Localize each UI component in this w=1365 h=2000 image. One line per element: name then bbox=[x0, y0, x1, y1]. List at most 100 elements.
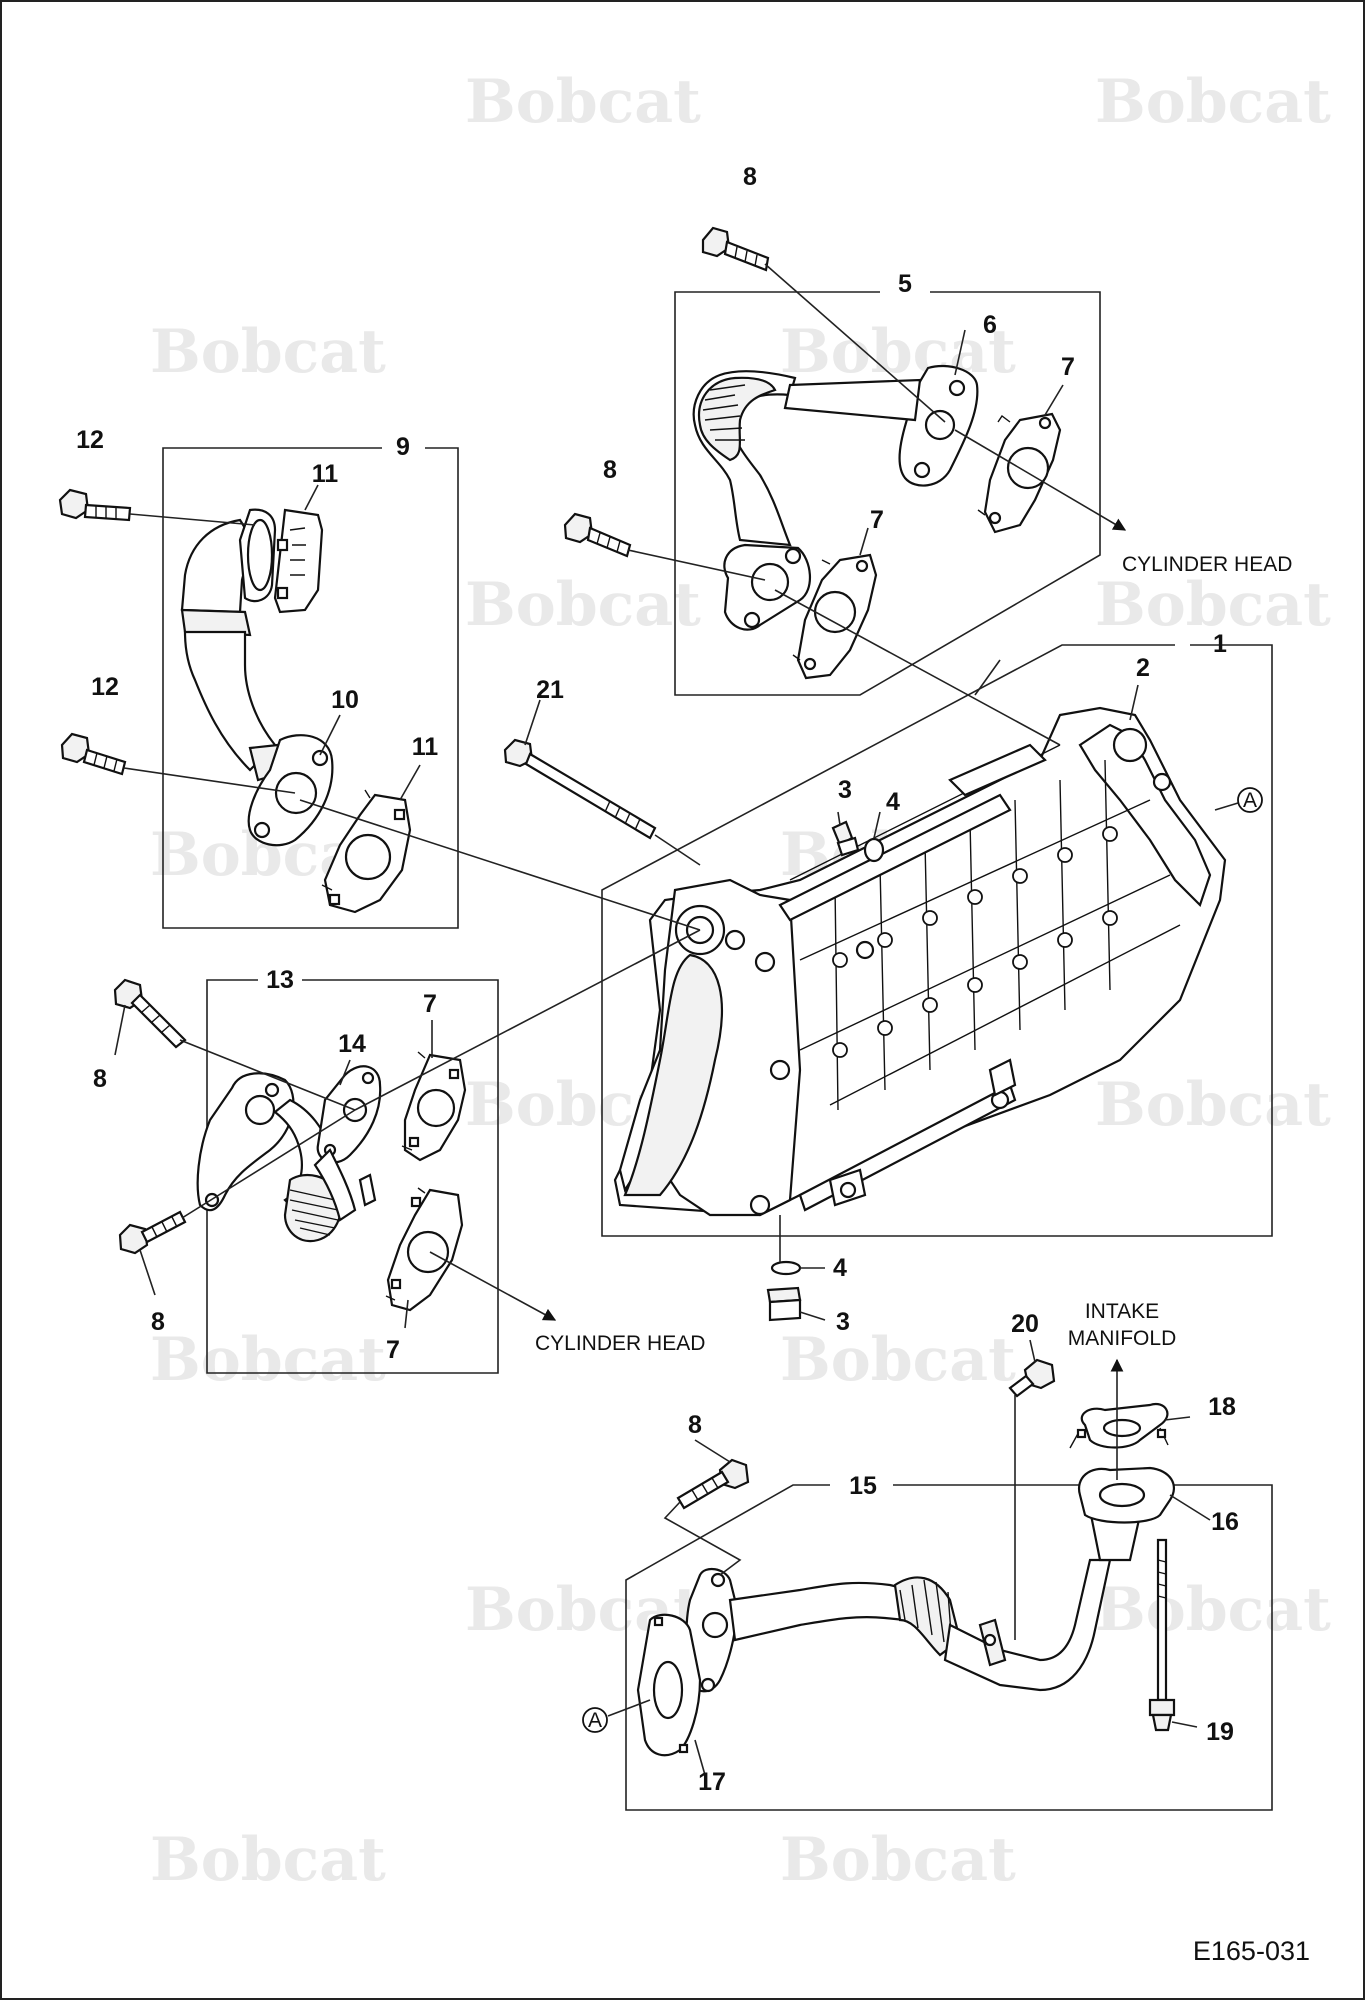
callout-12: 12 bbox=[91, 673, 119, 701]
svg-text:Bobcat: Bobcat bbox=[150, 1325, 386, 1395]
svg-text:A: A bbox=[588, 1709, 602, 1732]
callout-7: 7 bbox=[870, 506, 884, 534]
callout-7: 7 bbox=[423, 990, 437, 1018]
manifold-label: MANIFOLD bbox=[1068, 1327, 1177, 1350]
bolt-20 bbox=[1008, 1358, 1056, 1398]
callout-8: 8 bbox=[743, 163, 757, 191]
cylinder-head-label-top: CYLINDER HEAD bbox=[1122, 553, 1292, 576]
svg-text:Bobcat: Bobcat bbox=[1095, 1070, 1331, 1140]
callout-14: 14 bbox=[338, 1030, 366, 1058]
group-box-1 bbox=[601, 644, 1273, 1237]
gasket-7-top-left bbox=[792, 553, 878, 680]
watermark: Bobcat bbox=[150, 317, 386, 387]
callout-6: 6 bbox=[983, 311, 997, 339]
group-box-13 bbox=[206, 979, 499, 1374]
bolt-12-bottom bbox=[60, 732, 127, 776]
callout-7: 7 bbox=[386, 1336, 400, 1364]
gasket-18 bbox=[1069, 1402, 1169, 1449]
callout-11: 11 bbox=[312, 460, 339, 488]
watermark: Bobcat bbox=[780, 317, 1016, 387]
cylinder-head-label-bottom: CYLINDER HEAD bbox=[535, 1332, 705, 1355]
callout-4: 4 bbox=[833, 1254, 847, 1282]
elbow-14 bbox=[196, 1065, 382, 1243]
watermark: Bobcat bbox=[1095, 1575, 1331, 1645]
drawing-code: E165-031 bbox=[1193, 1936, 1310, 1966]
bolt-12-top bbox=[58, 488, 132, 522]
gasket-7-mid-upper bbox=[401, 1051, 467, 1162]
ref-a-marker-1: A bbox=[1214, 787, 1263, 813]
group-box-9 bbox=[162, 447, 459, 929]
bolt-8-left-bottom bbox=[118, 1210, 187, 1255]
gasket-11-lower bbox=[321, 789, 412, 914]
svg-text:Bobcat: Bobcat bbox=[1095, 1575, 1331, 1645]
watermark: Bobcat bbox=[780, 1325, 1016, 1395]
callout-3: 3 bbox=[836, 1308, 850, 1336]
callout-8: 8 bbox=[688, 1411, 702, 1439]
svg-text:Bobcat: Bobcat bbox=[465, 570, 701, 640]
callout-2: 2 bbox=[1136, 654, 1150, 682]
watermark: Bobcat bbox=[150, 1325, 386, 1395]
svg-text:Bobcat: Bobcat bbox=[150, 1825, 386, 1895]
watermark: Bobcat bbox=[1095, 570, 1331, 640]
svg-text:Bobcat: Bobcat bbox=[1095, 67, 1331, 137]
callout-8: 8 bbox=[603, 456, 617, 484]
callout-1: 1 bbox=[1213, 630, 1227, 658]
bolt-19 bbox=[1148, 1538, 1176, 1732]
callout-8: 8 bbox=[151, 1308, 165, 1336]
watermark: Bobcat bbox=[1095, 1070, 1331, 1140]
svg-text:Bobcat: Bobcat bbox=[465, 67, 701, 137]
watermark: Bobcat bbox=[465, 570, 701, 640]
callout-16: 16 bbox=[1211, 1508, 1239, 1536]
watermark: Bobcat bbox=[150, 1825, 386, 1895]
intake-pipe-16 bbox=[685, 1466, 1175, 1693]
svg-text:Bobcat: Bobcat bbox=[780, 1825, 1016, 1895]
callout-3: 3 bbox=[838, 776, 852, 804]
callout-15: 15 bbox=[849, 1472, 877, 1500]
gasket-7-top-right bbox=[977, 412, 1062, 534]
svg-text:Bobcat: Bobcat bbox=[780, 317, 1016, 387]
egr-cooler-1 bbox=[613, 706, 1227, 1217]
bolt-8-mid bbox=[563, 512, 632, 558]
gasket-11-upper bbox=[273, 508, 324, 614]
callout-13: 13 bbox=[266, 966, 294, 994]
svg-text:A: A bbox=[1243, 789, 1257, 812]
callout-18: 18 bbox=[1208, 1393, 1236, 1421]
callout-17: 17 bbox=[698, 1768, 726, 1796]
leader-lines bbox=[114, 263, 1211, 1776]
bolt-8-left-top bbox=[113, 978, 187, 1049]
watermark: Bobcat bbox=[1095, 67, 1331, 137]
callout-7: 7 bbox=[1061, 353, 1075, 381]
callout-10: 10 bbox=[331, 686, 359, 714]
gasket-7-mid-lower bbox=[385, 1187, 464, 1312]
callout-5: 5 bbox=[898, 270, 912, 298]
svg-text:Bobcat: Bobcat bbox=[150, 317, 386, 387]
gasket-17 bbox=[636, 1613, 702, 1757]
egr-pipe-10 bbox=[180, 508, 334, 847]
egr-pipe-6 bbox=[692, 364, 979, 631]
callout-21: 21 bbox=[536, 676, 564, 704]
callout-19: 19 bbox=[1206, 1718, 1234, 1746]
callout-4: 4 bbox=[886, 788, 900, 816]
watermark: Bobcat bbox=[780, 1825, 1016, 1895]
callout-9: 9 bbox=[396, 433, 410, 461]
plug-3-bottom bbox=[766, 1286, 802, 1322]
o-ring-4-top bbox=[863, 837, 885, 863]
callout-8: 8 bbox=[93, 1065, 107, 1093]
intake-label: INTAKE bbox=[1085, 1300, 1159, 1323]
svg-text:Bobcat: Bobcat bbox=[780, 1325, 1016, 1395]
plug-3-top bbox=[831, 820, 860, 857]
group-box-5 bbox=[674, 291, 1101, 696]
callout-12: 12 bbox=[76, 426, 104, 454]
callout-11: 11 bbox=[412, 733, 439, 761]
callout-20: 20 bbox=[1011, 1310, 1039, 1338]
callout-labels: 8 5 6 7 8 7 CYLINDER HEAD 12 9 11 12 10 … bbox=[76, 163, 1310, 1966]
o-ring-4-bottom bbox=[770, 1260, 802, 1276]
group-box-15 bbox=[625, 1484, 1273, 1811]
bolt-8-bottom bbox=[676, 1458, 750, 1510]
svg-text:Bobcat: Bobcat bbox=[1095, 570, 1331, 640]
bolt-8-top bbox=[701, 226, 770, 272]
watermark: Bobcat bbox=[465, 67, 701, 137]
bolt-21 bbox=[503, 738, 657, 840]
